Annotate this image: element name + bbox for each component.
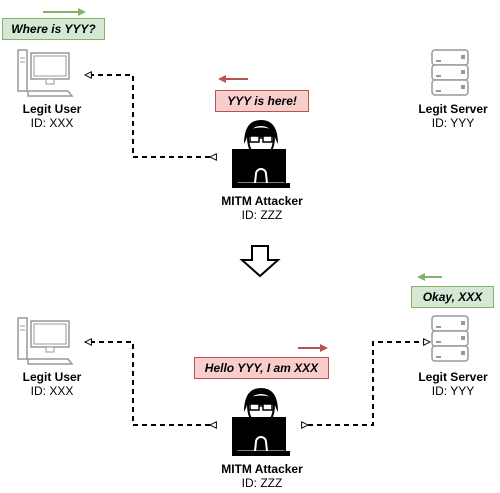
message-hello: Hello YYY, I am XXX [194,357,329,379]
server-id: ID: YYY [431,116,475,130]
connector-user-attacker [85,75,210,157]
top-server-label: Legit Server ID: YYY [410,102,496,130]
transition-arrow [239,245,281,278]
server-icon [431,49,469,96]
hacker-icon [231,119,291,189]
computer-icon [17,317,73,365]
computer-icon [17,49,73,97]
user-name: Legit User [22,102,82,116]
user-id: ID: XXX [30,384,74,398]
attacker-id: ID: ZZZ [241,476,283,490]
attacker-name: MITM Attacker [221,194,303,208]
user-id: ID: XXX [30,116,74,130]
server-name: Legit Server [418,370,488,384]
top-scenario [17,8,469,189]
server-name: Legit Server [418,102,488,116]
arrow-left-green-icon [417,273,442,281]
arrow-right-red-icon [298,344,328,352]
user-name: Legit User [22,370,82,384]
bottom-server-label: Legit Server ID: YYY [410,370,496,398]
bottom-scenario [17,273,469,457]
message-okay: Okay, XXX [411,286,494,308]
connector-user-attacker [85,342,210,425]
top-attacker-label: MITM Attacker ID: ZZZ [200,194,324,222]
attacker-id: ID: ZZZ [241,208,283,222]
message-spoofed-reply: YYY is here! [215,90,309,112]
arrow-right-green-icon [43,8,86,16]
down-arrow-icon [239,245,281,278]
arrow-left-red-icon [218,75,248,83]
attacker-name: MITM Attacker [221,462,303,476]
hacker-icon [231,387,291,457]
server-icon [431,315,469,362]
bottom-user-label: Legit User ID: XXX [0,370,104,398]
bottom-attacker-label: MITM Attacker ID: ZZZ [200,462,324,490]
server-id: ID: YYY [431,384,475,398]
message-where-is: Where is YYY? [2,18,105,40]
top-user-label: Legit User ID: XXX [0,102,104,130]
